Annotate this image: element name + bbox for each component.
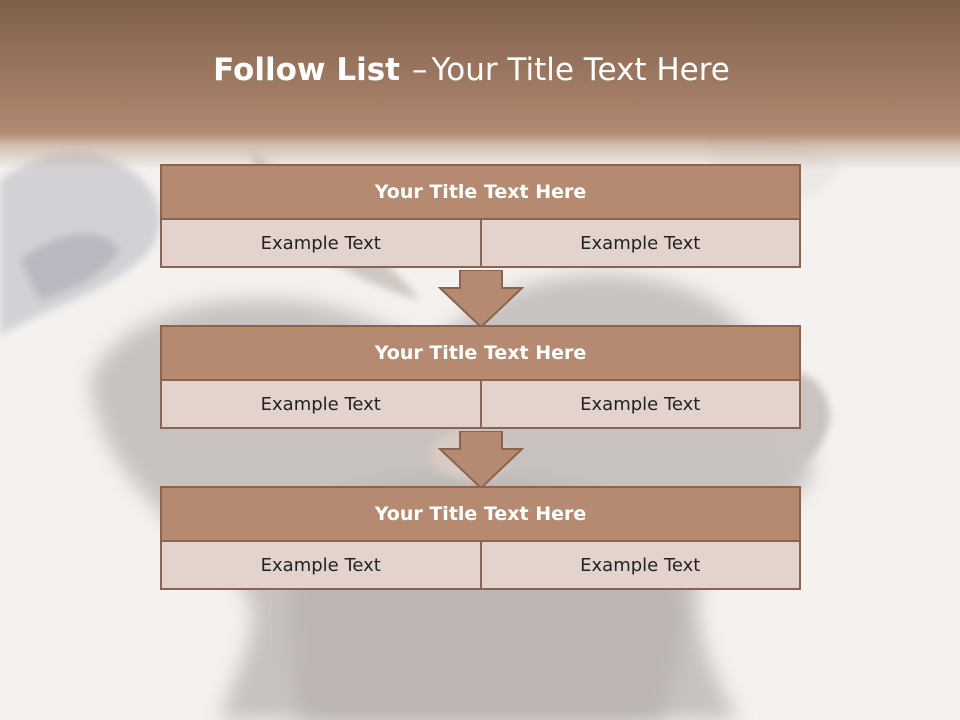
- title-dash: –: [411, 52, 428, 88]
- block-cell-left: Example Text: [160, 218, 482, 268]
- block-cell-left: Example Text: [160, 540, 482, 590]
- down-arrow-icon: [438, 270, 524, 328]
- down-arrow-icon: [438, 431, 524, 489]
- block-cell-right: Example Text: [479, 379, 801, 429]
- list-block-2: Your Title Text Here Example Text Exampl…: [160, 325, 801, 429]
- header-band: [0, 0, 960, 170]
- block-title: Your Title Text Here: [160, 325, 801, 381]
- list-block-3: Your Title Text Here Example Text Exampl…: [160, 486, 801, 590]
- block-title: Your Title Text Here: [160, 486, 801, 542]
- block-title: Your Title Text Here: [160, 164, 801, 220]
- block-row: Example Text Example Text: [160, 218, 801, 268]
- block-cell-right: Example Text: [479, 218, 801, 268]
- block-row: Example Text Example Text: [160, 540, 801, 590]
- block-cell-right: Example Text: [479, 540, 801, 590]
- slide-title: Follow List–Your Title Text Here: [0, 52, 943, 88]
- list-block-1: Your Title Text Here Example Text Exampl…: [160, 164, 801, 268]
- block-cell-left: Example Text: [160, 379, 482, 429]
- title-rest-part: Your Title Text Here: [431, 52, 730, 88]
- title-bold-part: Follow List: [213, 52, 400, 88]
- block-row: Example Text Example Text: [160, 379, 801, 429]
